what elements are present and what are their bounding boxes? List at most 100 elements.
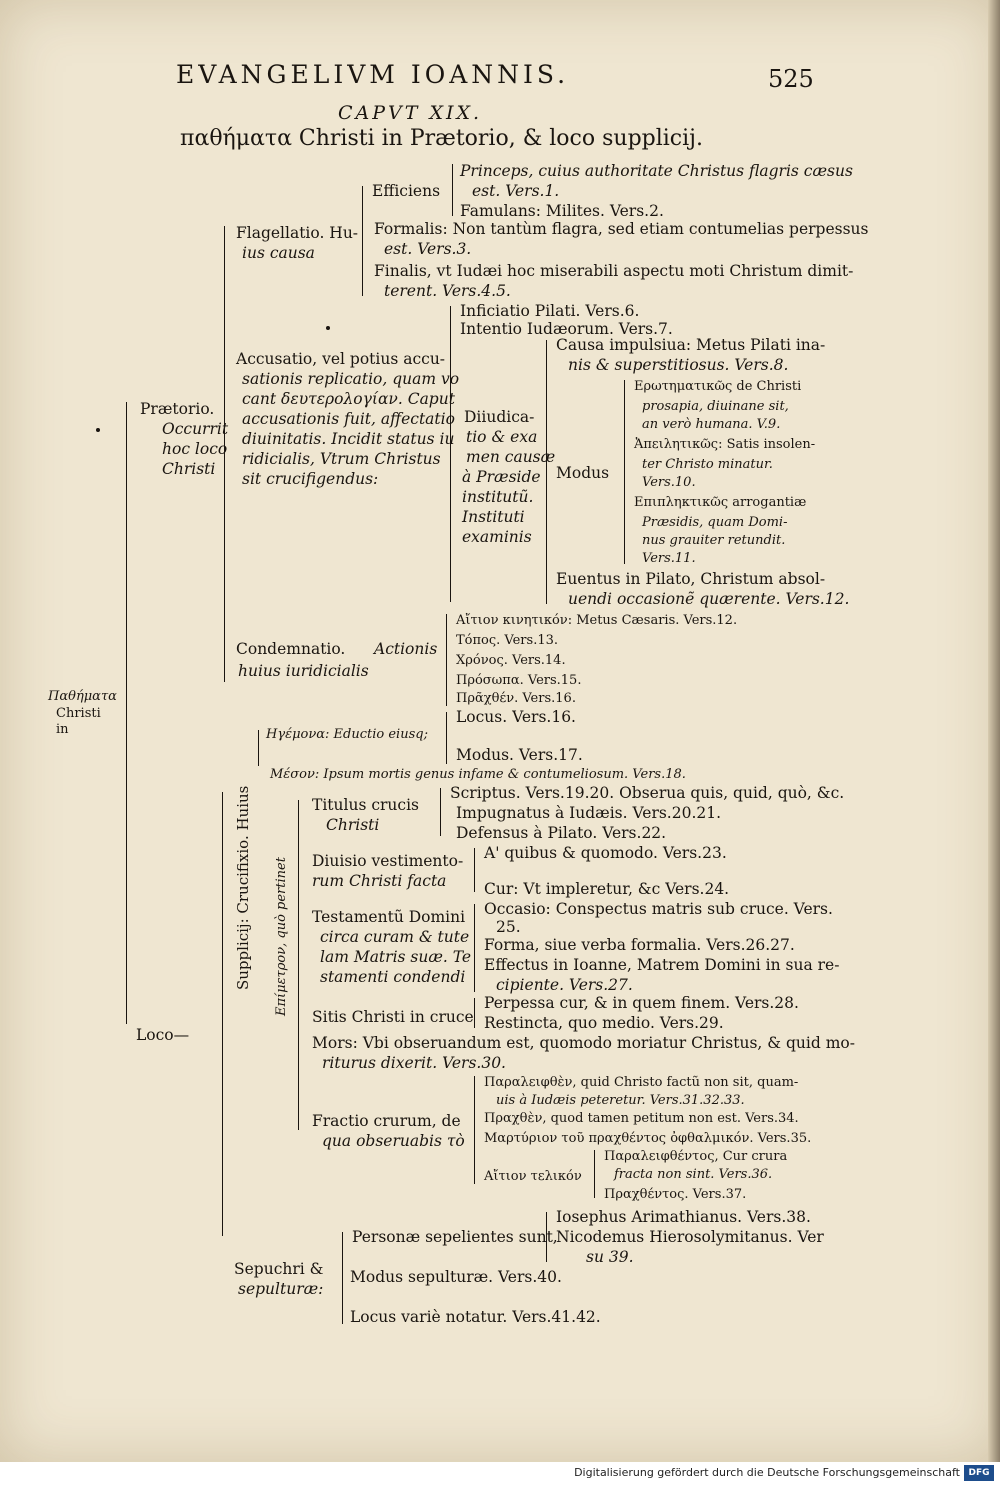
accusatio-4: accusationis fuit, affectatio: [242, 410, 455, 428]
euentus-1: Euentus in Pilato, Christum absol-: [556, 570, 826, 588]
prach2: Πραχθέντος. Vers.37.: [604, 1187, 747, 1202]
testamentum-1: Testamentũ Domini: [312, 908, 466, 926]
dfg-logo: DFG: [964, 1465, 994, 1481]
page-number: 525: [768, 65, 814, 93]
martyr: Μαρτύριον τοῦ πραχθέντος ὀφθαλμικόν. Ver…: [484, 1131, 812, 1146]
locus: Locus. Vers.16.: [456, 708, 576, 726]
brace-eductio: [446, 712, 447, 764]
epipl-3: nus grauiter retundit.: [642, 533, 786, 548]
finalis-2: terent. Vers.4.5.: [384, 282, 511, 300]
chapter-heading: CAPVT XIX.: [338, 102, 483, 124]
accusatio-7: sit crucifigendus:: [242, 470, 379, 488]
diuisio-2: rum Christi facta: [312, 872, 447, 890]
praetorio-desc-1: Occurrit: [162, 420, 229, 438]
titulus-2: Christi: [326, 816, 380, 834]
accusatio-6: ridicialis, Vtrum Christus: [242, 450, 441, 468]
sitis: Sitis Christi in cruce: [312, 1008, 474, 1026]
erot-2: prosapia, diuinane sit,: [642, 399, 789, 414]
formalis-2: est. Vers.3.: [384, 240, 472, 258]
accusatio-3: cant δευτερολογίαν. Caput: [242, 390, 455, 408]
fractio-1: Fractio crurum, de: [312, 1112, 461, 1130]
brace-fractio: [474, 1076, 475, 1184]
testamentum-3: lam Matris suæ. Te: [320, 948, 472, 966]
cur: Cur: Vt impleretur, &c Vers.24.: [484, 880, 730, 898]
effectus-1: Effectus in Ioanne, Matrem Domini in sua…: [484, 956, 840, 974]
cond-item-4: Πρόσωπα. Vers.15.: [456, 673, 582, 688]
epipl-1: Επιπληκτικῶς arrogantiæ: [634, 495, 807, 510]
diiudicatio-7: examinis: [462, 528, 532, 546]
cond-item-5: Πρᾶχθέν. Vers.16.: [456, 691, 576, 706]
aquibus: A' quibus & quomodo. Vers.23.: [484, 844, 727, 862]
root-label-1: Παθήματα: [48, 689, 117, 704]
footer-text: Digitalisierung gefördert durch die Deut…: [574, 1466, 960, 1479]
cond-item-1: Αἴτιον κινητικόν: Metus Cæsaris. Vers.12…: [456, 613, 738, 628]
cond-item-3: Χρόνος. Vers.14.: [456, 653, 566, 668]
aition: Αἴτιον τελικόν: [484, 1169, 582, 1184]
accusatio-1: Accusatio, vel potius accu-: [236, 350, 446, 368]
modus-label: Modus: [556, 464, 610, 482]
hgemon: Ηγέμονα: Eductio eiusq;: [266, 727, 428, 742]
parale-2: uis à Iudæis peteretur. Vers.31.32.33.: [496, 1093, 745, 1108]
accusatio-5: diuinitatis. Incidit status iu: [242, 430, 455, 448]
praetorio-desc-2: hoc loco: [162, 440, 228, 458]
occasio-2: 25.: [496, 918, 521, 936]
fractio-2: qua obseruabis τὸ: [322, 1132, 465, 1150]
personae: Personæ sepelientes sunt,: [352, 1228, 558, 1246]
book-edge: [988, 0, 1000, 1462]
nicodemus-2: su 39.: [586, 1248, 634, 1266]
footer-bar: Digitalisierung gefördert durch die Deut…: [0, 1462, 1000, 1485]
margin-dot: [96, 428, 100, 432]
iosephus: Iosephus Arimathianus. Vers.38.: [556, 1208, 811, 1226]
brace-condemnatio: [446, 614, 447, 706]
brace-praetorio: [224, 226, 225, 682]
euentus-2: uendi occasionẽ quærente. Vers.12.: [568, 590, 850, 608]
occasio-1: Occasio: Conspectus matris sub cruce. Ve…: [484, 900, 833, 918]
sepuchri-1: Sepuchri &: [234, 1260, 324, 1278]
condemnatio-2: huius iuridicialis: [238, 662, 369, 680]
page-title: παθήματα Christi in Prætorio, & loco sup…: [180, 126, 703, 151]
brace-sepulchri: [342, 1232, 343, 1324]
erot-3: an verò humana. V.9.: [642, 417, 781, 432]
forma: Forma, siue verba formalia. Vers.26.27.: [484, 936, 795, 954]
modus-sepulturae: Modus sepulturæ. Vers.40.: [350, 1268, 562, 1286]
accusatio-2: sationis replicatio, quam vo: [242, 370, 460, 388]
running-title: EVANGELIVM IOANNIS.: [176, 60, 570, 89]
brace-personae: [546, 1212, 547, 1262]
supplicij-vertical: Supplicij: Crucifixio. Huius: [234, 785, 252, 990]
flagellatio-label-2: ius causa: [242, 244, 315, 262]
condemnatio-actionis: Actionis: [374, 640, 438, 658]
brace-titulus: [440, 788, 441, 836]
brace-accusatio: [450, 306, 451, 602]
root-label-2: Christi in: [56, 706, 101, 737]
condemnatio-1: Condemnatio.: [236, 640, 346, 658]
flagellatio-label-1: Flagellatio. Hu-: [236, 224, 359, 242]
brace-epimetron: [298, 800, 299, 1130]
epimetron-vertical: Επίμετρον, quò pertinet: [274, 857, 289, 1016]
diiudicatio-4: à Præside: [462, 468, 541, 486]
praetorio-label: Prætorio.: [140, 400, 215, 418]
brace-flagellatio: [362, 186, 363, 296]
brace-diiudicatio: [546, 340, 547, 604]
epipl-2: Præsidis, quam Domi-: [642, 515, 788, 530]
testamentum-4: stamenti condendi: [320, 968, 466, 986]
testamentum-2: circa curam & tute: [320, 928, 470, 946]
modus: Modus. Vers.17.: [456, 746, 583, 764]
apeil-2: ter Christo minatur.: [642, 457, 773, 472]
epipl-4: Vers.11.: [642, 551, 696, 566]
brace-modus: [624, 380, 625, 564]
margin-dot: [326, 326, 330, 330]
defensus: Defensus à Pilato. Vers.22.: [456, 824, 667, 842]
princeps-1: Princeps, cuius authoritate Christus fla…: [460, 162, 853, 180]
brace-testamentum: [474, 904, 475, 992]
formalis-1: Formalis: Non tantùm flagra, sed etiam c…: [374, 220, 869, 238]
causa-2: nis & superstitiosus. Vers.8.: [568, 356, 789, 374]
diiudicatio-2: tio & exa: [466, 428, 538, 446]
cond-item-2: Τόπος. Vers.13.: [456, 633, 558, 648]
apeil-3: Vers.10.: [642, 475, 696, 490]
titulus-1: Titulus crucis: [312, 796, 419, 814]
brace-efficiens: [452, 164, 453, 216]
princeps-2: est. Vers.1.: [472, 182, 560, 200]
diuisio-1: Diuisio vestimento-: [312, 852, 464, 870]
parale-1: Παραλειφθὲν, quid Christo factũ non sit,…: [484, 1075, 799, 1090]
